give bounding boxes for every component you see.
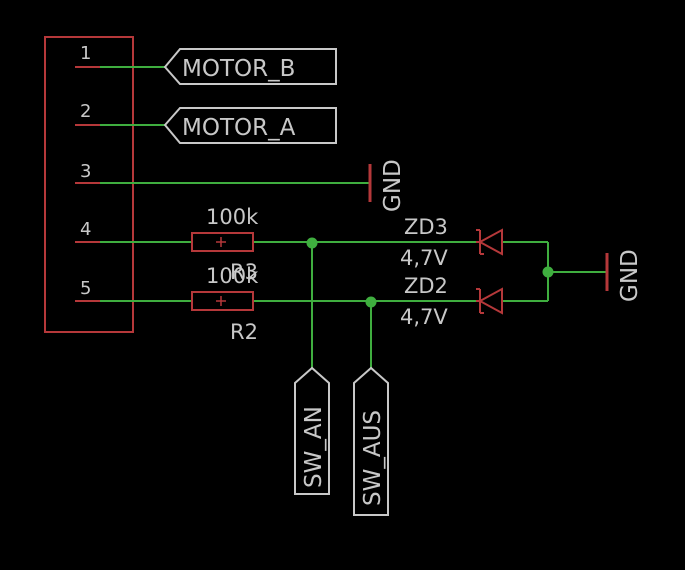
zener-diode-zd2	[476, 287, 503, 315]
net-label-motor-b-text: MOTOR_B	[182, 56, 295, 82]
resistor-r3	[191, 232, 254, 252]
connector-pin-stubs	[75, 66, 100, 302]
net-label-motor-a: MOTOR_A	[163, 107, 337, 144]
junction-sw-aus	[365, 296, 377, 308]
zd3-value: 4,7V	[400, 246, 448, 270]
wires	[100, 66, 607, 368]
r2-name: R2	[230, 320, 258, 344]
pin-number-2: 2	[80, 101, 91, 122]
zd2-value: 4,7V	[400, 305, 448, 329]
r3-name: R3	[230, 260, 258, 284]
junction-sw-an	[306, 237, 318, 249]
pin-number-5: 5	[80, 278, 91, 299]
resistor-r2	[191, 291, 254, 311]
pin-number-4: 4	[80, 219, 91, 240]
zd3-name: ZD3	[404, 215, 448, 239]
gnd-top-label: GND	[380, 159, 406, 212]
r3-value: 100k	[206, 205, 259, 229]
r2-value: 100k	[206, 264, 259, 288]
net-label-sw-aus-text: SW_AUS	[360, 410, 386, 506]
zener-diode-zd3	[476, 228, 503, 256]
connector-body	[44, 36, 134, 333]
net-label-sw-aus: SW_AUS	[353, 366, 389, 516]
junction-diodes	[542, 266, 554, 278]
net-label-motor-b: MOTOR_B	[163, 48, 337, 85]
gnd-right-label: GND	[617, 249, 643, 302]
junctions	[306, 237, 554, 308]
net-label-motor-a-text: MOTOR_A	[182, 115, 296, 141]
net-label-sw-an-text: SW_AN	[301, 406, 327, 488]
pin-number-3: 3	[80, 161, 91, 182]
zd2-name: ZD2	[404, 274, 448, 298]
net-label-sw-an: SW_AN	[294, 366, 330, 495]
pin-number-1: 1	[80, 43, 91, 64]
